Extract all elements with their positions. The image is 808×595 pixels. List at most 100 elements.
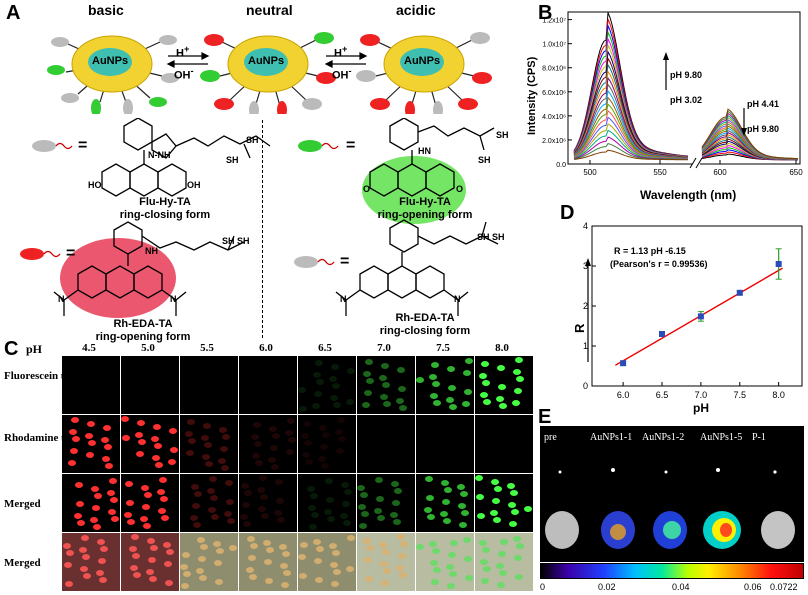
cell-spot [377, 515, 385, 521]
structure-drawings [20, 118, 499, 318]
cell-spot [150, 545, 158, 551]
cell-spot [515, 357, 523, 363]
cell-spot [430, 393, 438, 399]
cell-spot [65, 581, 73, 587]
nanoparticle-neutral [200, 32, 336, 114]
cell-spot [270, 445, 278, 451]
ratio-xtick-label: 6.0 [617, 390, 630, 400]
cell-spot [459, 522, 467, 528]
cell-spot [479, 540, 487, 546]
micro-cell [475, 533, 533, 591]
cell-spot [287, 418, 295, 424]
cell-spot [70, 448, 78, 454]
cell-spot [491, 479, 499, 485]
cell-spot [431, 362, 439, 368]
ratio-point [620, 360, 627, 367]
cell-spot [416, 544, 424, 550]
cell-spot [382, 382, 390, 388]
cell-spot [326, 497, 334, 503]
cell-spot [185, 431, 193, 437]
cell-spot [383, 401, 391, 407]
cell-spot [248, 555, 256, 561]
cell-spot [397, 534, 405, 540]
cell-spot [122, 435, 130, 441]
cell-spot [424, 507, 432, 513]
cell-spot [311, 512, 319, 518]
cell-spot [448, 552, 456, 558]
cell-spot [282, 551, 290, 557]
cell-spot [154, 443, 162, 449]
cell-spot [129, 546, 137, 552]
ph-axis-label: pH [26, 342, 43, 356]
micro-cell [357, 474, 415, 532]
cell-spot [191, 484, 199, 490]
atom-sh-sh-2: SH SH [477, 232, 505, 242]
cell-spot [249, 574, 257, 580]
cell-spot [108, 509, 116, 515]
atom-sh-2: SH [246, 135, 259, 145]
atom-n-1: N [58, 294, 65, 304]
cell-spot [480, 392, 488, 398]
cell-spot [476, 494, 484, 500]
cell-spot [205, 461, 213, 467]
cell-spot [315, 360, 323, 366]
atom-hn: HN [418, 146, 431, 156]
cell-spot [430, 560, 438, 566]
micro-cell [121, 474, 179, 532]
cell-spot [426, 495, 434, 501]
ratio-ytick-label: 0 [583, 381, 588, 391]
cell-spot [252, 453, 260, 459]
cell-spot [250, 543, 258, 549]
cell-spot [155, 462, 163, 468]
micro-cell [180, 533, 238, 591]
cell-spot [105, 463, 113, 469]
spectrum-ytick-label: 8.0x10⁶ [542, 66, 566, 73]
ratio-xtick-label: 7.0 [695, 390, 708, 400]
cell-spot [493, 517, 501, 523]
cell-spot [131, 534, 139, 540]
spectrum-ph-low: pH 3.02 [670, 95, 703, 105]
ph-label: 8.0 [495, 342, 509, 354]
cell-spot [310, 493, 318, 499]
cell-spot [158, 508, 166, 514]
cell-spot [164, 561, 172, 567]
cell-spot [260, 494, 268, 500]
cell-spot [394, 488, 402, 494]
imaging-label: AuNPs1-2 [642, 432, 685, 443]
cell-spot [258, 506, 266, 512]
colorbar-tick-1: 0.02 [598, 582, 616, 592]
spectrum-xtick-label: 500 [583, 168, 597, 177]
cell-spot [433, 567, 441, 573]
atom-sh-3: SH [478, 155, 491, 165]
atom-o-minus: O [363, 184, 371, 194]
cell-spot [333, 402, 341, 408]
cell-spot [382, 549, 390, 555]
cell-spot [243, 521, 251, 527]
cell-spot [200, 544, 208, 550]
cell-spot [448, 385, 456, 391]
cell-spot [346, 566, 354, 572]
cell-spot [196, 568, 204, 574]
spectrum-ph-441: pH 4.41 [747, 99, 780, 109]
cell-spot [271, 464, 279, 470]
cell-spot [193, 522, 201, 528]
cell-spot [187, 419, 195, 425]
atom-n-4: N [454, 294, 461, 304]
cell-spot [298, 387, 306, 393]
cell-spot [74, 513, 82, 519]
cell-spot [244, 490, 252, 496]
ph-label: 6.5 [318, 342, 332, 354]
micro-cell [416, 415, 474, 473]
equals-3: = [66, 245, 76, 262]
cell-spot [432, 548, 440, 554]
cell-spot [383, 568, 391, 574]
cell-spot [331, 581, 339, 587]
cell-spot [121, 416, 129, 422]
micro-cell [239, 474, 297, 532]
cell-spot [365, 576, 373, 582]
micro-cell [298, 356, 356, 414]
cell-spot [225, 480, 233, 486]
atom-o: O [456, 184, 464, 194]
cell-spot [280, 563, 288, 569]
